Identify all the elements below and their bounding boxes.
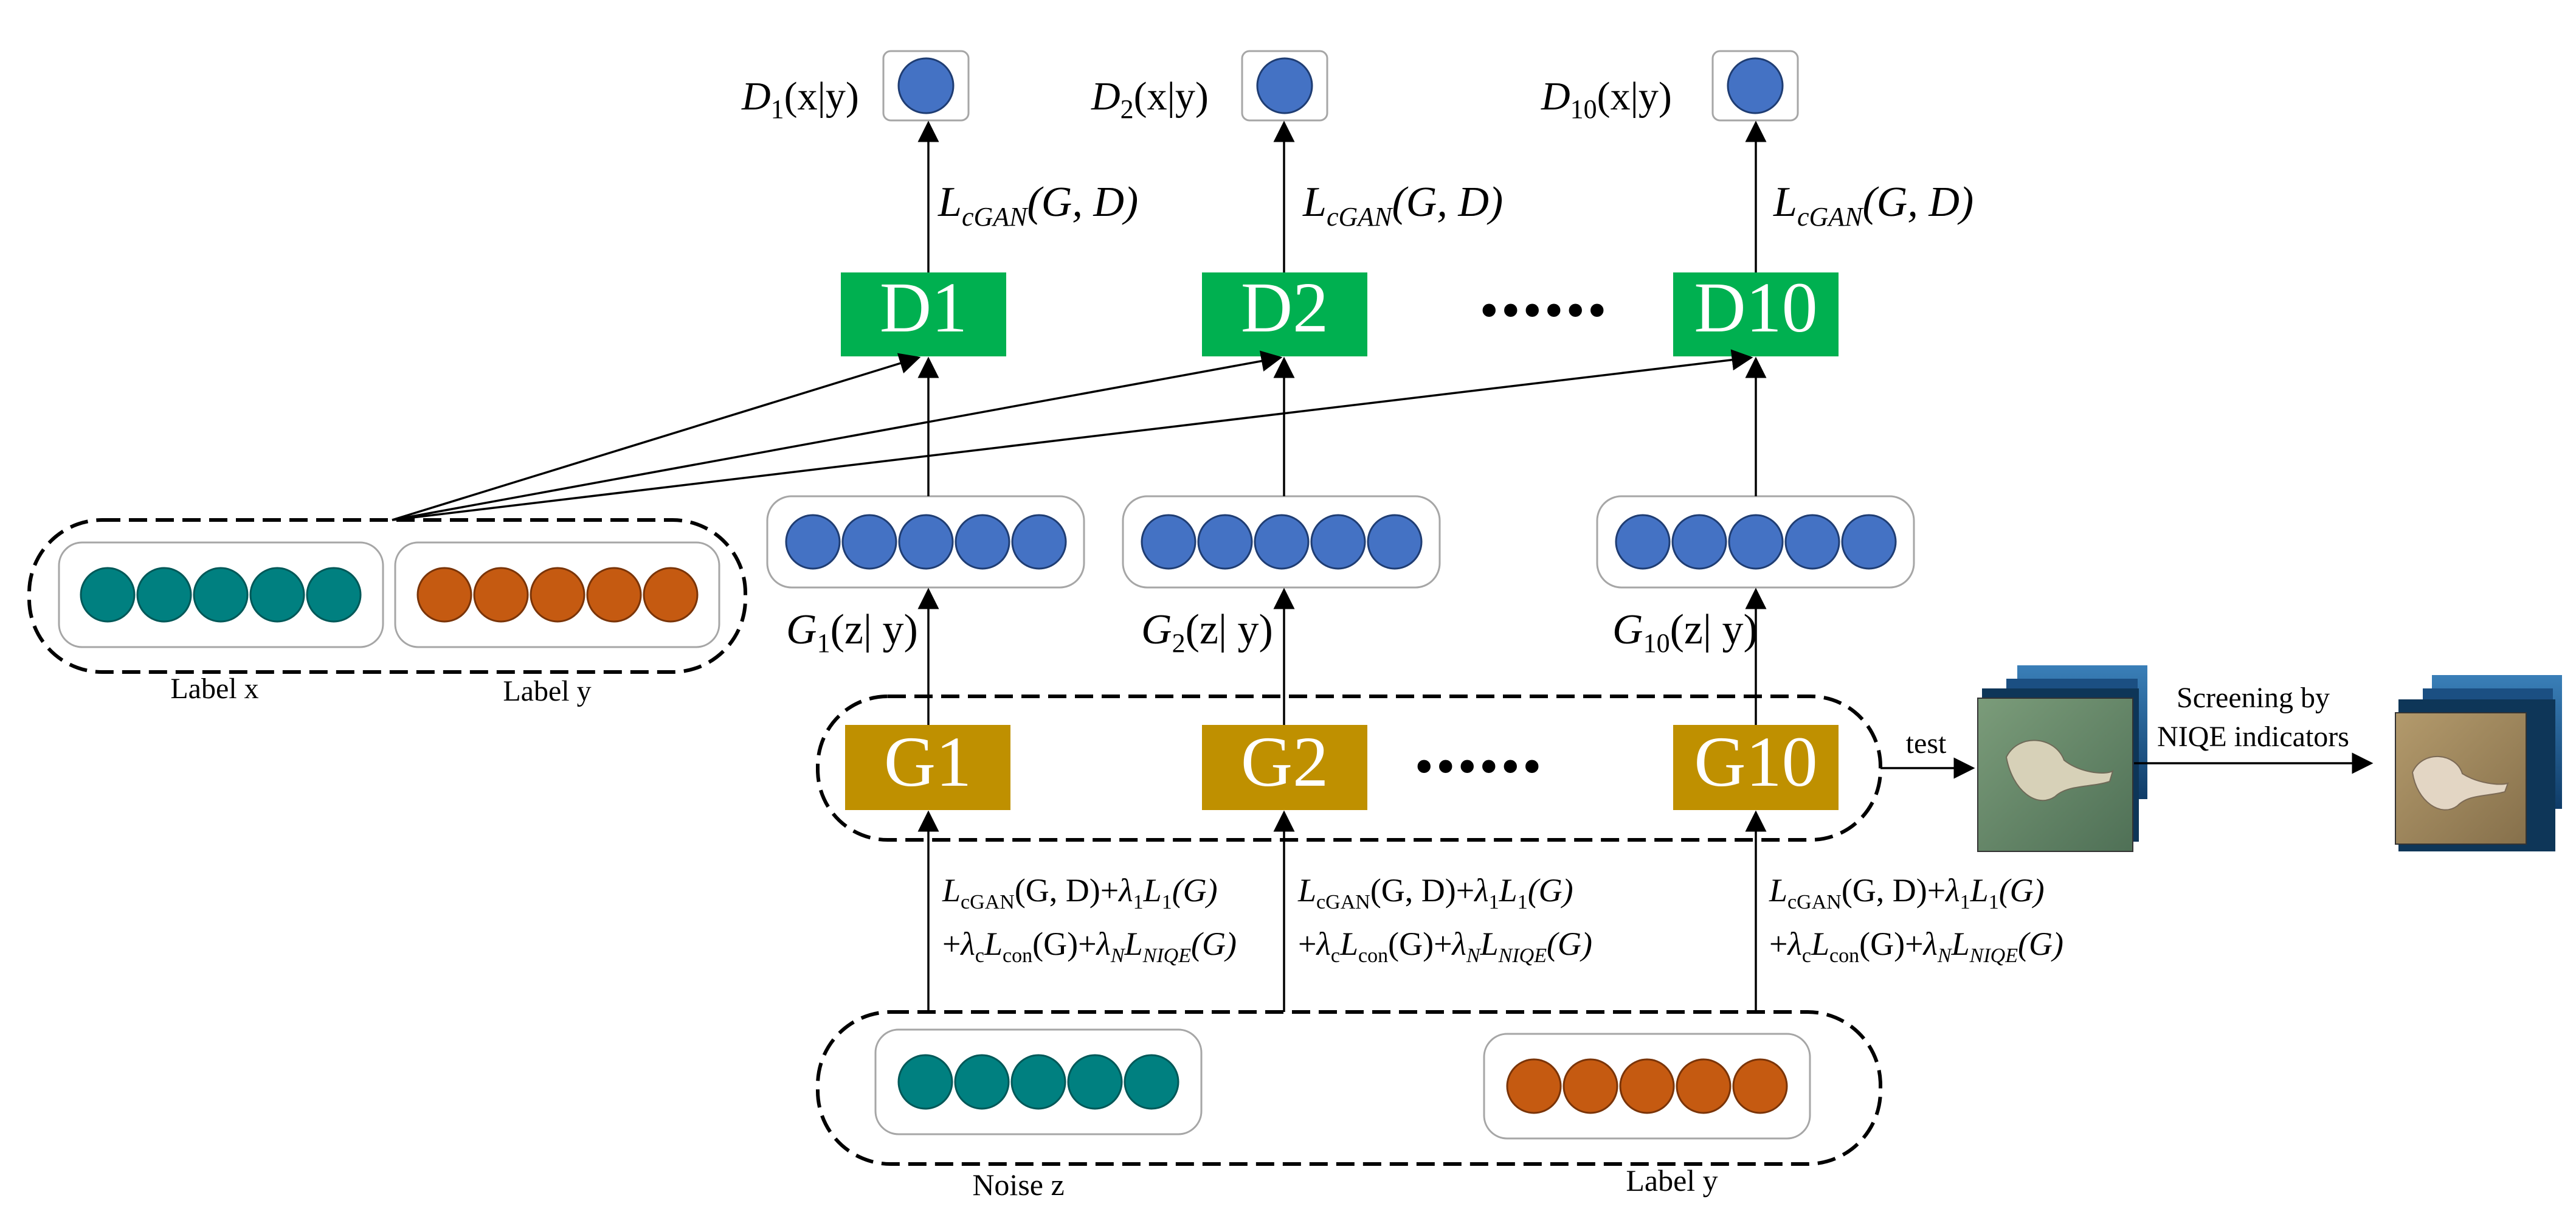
label-x-node (80, 567, 136, 623)
guitarfish-icon (2005, 740, 2114, 802)
g10-output-node (1841, 514, 1897, 570)
d1-box (841, 272, 1006, 356)
g10-loss-formula: LcGAN(G, D)+λ1L1(G) +λcLcon(G)+λNLNIQE(G… (1769, 872, 2063, 967)
label-to-d10-arrow (392, 349, 1753, 521)
g1-loss-line1: LcGAN(G, D)+λ1L1(G) (942, 872, 1218, 913)
noise-z-node (897, 1054, 953, 1110)
label-to-d1-arrow (392, 353, 921, 521)
d10-loss-label: LcGAN(G, D) (1773, 179, 1973, 232)
d10-box (1673, 272, 1839, 356)
d1-box-label: D1 (880, 268, 967, 347)
g2-output-node (1141, 514, 1196, 570)
noise-z-nodes (897, 1054, 1179, 1110)
label-y-input-node (1619, 1058, 1675, 1114)
label-y-nodes (416, 567, 699, 623)
d2-output-label: D2(x|y) (1091, 74, 1209, 124)
g10-loss-line2: +λcLcon(G)+λNLNIQE(G) (1769, 926, 2063, 967)
d1-output-group: D1(x|y) (741, 50, 970, 124)
d1-output-node (897, 57, 955, 114)
test-caption: test (1906, 727, 1947, 760)
g10-output-nodes (1615, 514, 1897, 570)
label-x-node (193, 567, 249, 623)
g10-box-label: G10 (1694, 722, 1817, 802)
label-y-node (473, 567, 529, 623)
d2-box (1202, 272, 1367, 356)
g2-loss-line2: +λcLcon(G)+λNLNIQE(G) (1298, 926, 1592, 967)
noise-z-node (1124, 1054, 1179, 1110)
label-y-input-node (1506, 1058, 1562, 1114)
g1-output-node (955, 514, 1010, 570)
g10-output-node (1615, 514, 1671, 570)
g1-output-node (785, 514, 841, 570)
guitarfish-icon (2411, 756, 2509, 811)
g1-output-nodes (785, 514, 1067, 570)
g1-output-label: G1(z| y) (786, 606, 918, 658)
g2-output-node (1197, 514, 1253, 570)
d10-output-group: D10(x|y) (1541, 50, 1799, 124)
g1-box-label: G1 (884, 722, 972, 802)
g1-box (845, 725, 1010, 810)
label-y-input-caption: Label y (1626, 1163, 1718, 1197)
label-x-node (136, 567, 192, 623)
g2-output-node (1367, 514, 1423, 570)
g1-output-node (898, 514, 954, 570)
g2-output-node (1254, 514, 1310, 570)
screening-caption-line2: NIQE indicators (2157, 721, 2349, 753)
g10-output-node (1671, 514, 1727, 570)
label-y-input-nodes (1506, 1058, 1788, 1114)
label-x-node (249, 567, 305, 623)
input-group-outline (816, 1010, 1882, 1166)
g10-box (1673, 725, 1839, 810)
d2-output-node (1256, 57, 1313, 114)
g2-loss-formula: LcGAN(G, D)+λ1L1(G) +λcLcon(G)+λNLNIQE(G… (1297, 872, 1592, 967)
g1-loss-formula: LcGAN(G, D)+λ1L1(G) +λcLcon(G)+λNLNIQE(G… (942, 872, 1237, 967)
g2-output-nodes (1141, 514, 1423, 570)
label-x-caption: Label x (170, 673, 258, 705)
d10-output-label: D10(x|y) (1541, 74, 1672, 124)
label-to-d2-arrow (392, 350, 1283, 521)
screened-image-stack (2395, 675, 2562, 851)
label-y-node (586, 567, 642, 623)
discriminator-ellipsis: •••••• (1479, 280, 1609, 341)
label-y-input-node (1676, 1058, 1732, 1114)
label-y-caption: Label y (503, 675, 591, 707)
generated-image-stack (1977, 665, 2147, 852)
d2-loss-label: LcGAN(G, D) (1302, 179, 1503, 232)
d10-box-label: D10 (1694, 268, 1817, 347)
screening-caption-line1: Screening by (2177, 682, 2330, 714)
g2-loss-line1: LcGAN(G, D)+λ1L1(G) (1297, 872, 1573, 913)
g2-output-label: G2(z| y) (1141, 606, 1273, 658)
noise-z-node (1067, 1054, 1123, 1110)
g1-loss-line2: +λcLcon(G)+λNLNIQE(G) (942, 926, 1237, 967)
d2-output-group: D2(x|y) (1091, 50, 1328, 124)
label-y-input-node (1563, 1058, 1618, 1114)
g1-output-node (841, 514, 897, 570)
d1-output-label: D1(x|y) (741, 74, 859, 124)
g2-box-label: G2 (1241, 722, 1328, 802)
label-y-node (643, 567, 699, 623)
d10-output-node (1727, 57, 1784, 114)
noise-z-node (954, 1054, 1010, 1110)
label-y-node (530, 567, 585, 623)
label-x-node (306, 567, 362, 623)
d2-box-label: D2 (1241, 268, 1328, 347)
g10-output-node (1728, 514, 1784, 570)
label-y-input-node (1732, 1058, 1788, 1114)
noise-z-node (1010, 1054, 1066, 1110)
g2-output-node (1310, 514, 1366, 570)
label-y-node (416, 567, 472, 623)
noise-z-caption: Noise z (972, 1168, 1064, 1202)
d1-loss-label: LcGAN(G, D) (938, 179, 1138, 232)
g2-box (1202, 725, 1367, 810)
label-group-outline (27, 518, 747, 674)
g10-output-label: G10(z| y) (1612, 606, 1758, 658)
g1-output-node (1011, 514, 1067, 570)
label-x-nodes (80, 567, 362, 623)
generator-ellipsis: •••••• (1414, 736, 1544, 797)
g10-loss-line1: LcGAN(G, D)+λ1L1(G) (1769, 872, 2045, 913)
g10-output-node (1784, 514, 1840, 570)
